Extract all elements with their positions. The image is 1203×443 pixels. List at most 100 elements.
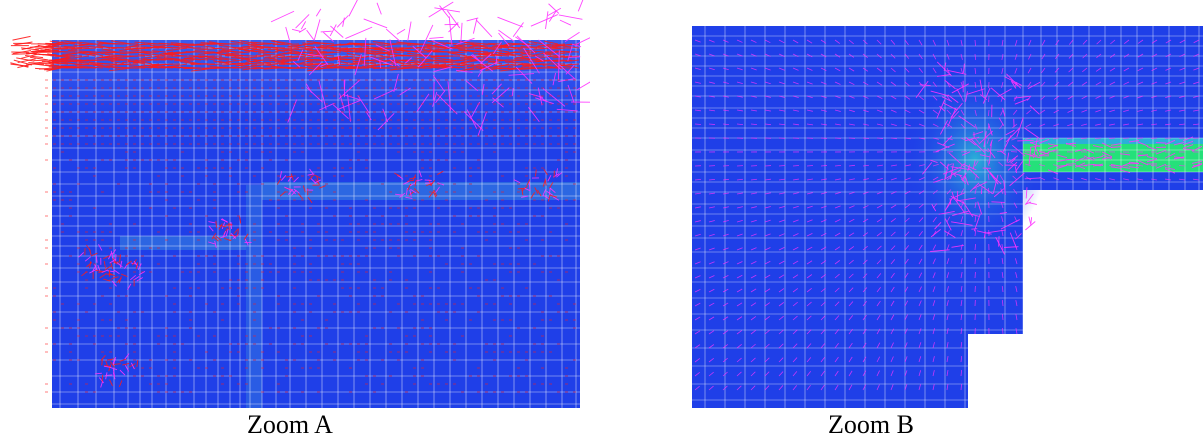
vector-arrow <box>1006 152 1010 163</box>
vector-arrow <box>290 188 296 195</box>
vector-arrow <box>778 233 785 237</box>
vector-arrow <box>389 58 400 67</box>
vector-arrow <box>930 229 941 238</box>
vector-arrow <box>764 260 771 265</box>
vector-arrow <box>309 51 335 54</box>
vector-arrow <box>1151 109 1158 112</box>
vector-arrow <box>946 216 951 223</box>
vector-arrow <box>314 174 321 179</box>
vector-arrow <box>965 91 968 102</box>
vector-arrow <box>1013 188 1018 195</box>
vector-arrow <box>694 385 700 391</box>
vector-arrow <box>302 185 306 193</box>
vector-arrow <box>964 175 969 186</box>
vector-arrow <box>792 288 799 293</box>
vector-arrow <box>379 63 398 66</box>
vector-arrow <box>932 81 937 88</box>
vector-arrow <box>918 272 923 279</box>
vector-arrow <box>736 219 743 223</box>
vector-arrow <box>694 81 701 84</box>
vector-arrow <box>722 344 729 349</box>
vector-arrow <box>213 60 230 65</box>
vector-arrow <box>314 45 329 65</box>
vector-arrow <box>558 64 580 69</box>
vector-arrow <box>890 314 895 321</box>
vector-arrow <box>694 206 701 209</box>
vector-arrow <box>577 0 584 12</box>
vector-arrow <box>918 109 925 114</box>
vector-arrow <box>834 329 840 335</box>
vector-arrow <box>1056 154 1068 159</box>
vector-arrow <box>1137 178 1144 181</box>
vector-arrow <box>960 202 964 209</box>
vector-arrow <box>862 164 870 167</box>
vector-arrow <box>1155 149 1167 155</box>
vector-arrow <box>876 384 880 391</box>
vector-arrow <box>792 109 799 112</box>
vector-arrow <box>974 202 977 209</box>
vector-arrow <box>323 31 334 43</box>
vector-arrow <box>363 18 388 29</box>
vector-arrow <box>45 41 64 47</box>
vector-arrow <box>21 47 40 51</box>
vector-arrow <box>918 164 925 167</box>
vector-arrow <box>778 53 785 57</box>
vector-arrow <box>778 274 785 279</box>
vector-arrow <box>904 204 911 209</box>
vector-arrow <box>1092 155 1104 160</box>
vector-arrow <box>472 18 478 34</box>
vector-arrow <box>890 272 895 279</box>
vector-arrow <box>308 174 315 181</box>
vector-arrow <box>974 137 980 143</box>
vector-arrow <box>1015 233 1022 240</box>
vector-arrow <box>736 330 743 335</box>
vector-arrow <box>834 81 841 85</box>
vector-arrow <box>1053 137 1060 140</box>
vector-arrow <box>834 315 840 321</box>
vector-arrow <box>101 374 104 382</box>
vector-arrow <box>291 28 301 32</box>
vector-arrow <box>1015 300 1018 307</box>
vector-arrow <box>820 81 827 85</box>
vector-arrow <box>778 109 785 112</box>
vector-arrow <box>1013 95 1018 102</box>
vector-arrow <box>834 301 840 307</box>
vector-arrow <box>1040 95 1046 101</box>
vector-arrow <box>792 67 799 71</box>
vector-arrow <box>174 59 195 62</box>
vector-arrow <box>848 246 855 251</box>
vector-arrow <box>1146 158 1158 163</box>
vector-arrow <box>792 301 798 307</box>
vector-arrow <box>983 231 986 239</box>
vector-arrow <box>983 148 990 153</box>
vector-arrow <box>1029 155 1041 159</box>
vector-arrow <box>97 264 101 272</box>
vector-arrow <box>862 123 869 126</box>
vector-arrow <box>1083 148 1095 154</box>
vector-arrow <box>549 187 556 194</box>
vector-arrow <box>960 230 963 237</box>
vector-arrow <box>1146 156 1158 159</box>
vector-arrow <box>431 39 453 50</box>
vector-arrow <box>548 3 560 14</box>
vector-arrow <box>1012 175 1018 181</box>
vector-arrow <box>993 188 1005 198</box>
vector-arrow <box>960 188 965 195</box>
vector-arrow <box>1009 172 1025 187</box>
vector-arrow <box>270 66 300 69</box>
vector-arrow <box>306 29 315 40</box>
vector-arrow <box>1000 109 1004 116</box>
vector-arrow <box>862 273 868 279</box>
vector-arrow <box>358 49 384 53</box>
vector-arrow <box>750 67 757 71</box>
vector-arrow <box>497 16 524 28</box>
vector-arrow <box>231 66 251 69</box>
vector-arrow <box>792 371 798 377</box>
vector-arrow <box>750 233 757 237</box>
vector-arrow <box>101 269 109 273</box>
vector-arrow <box>750 192 757 195</box>
vector-arrow <box>1123 123 1130 126</box>
vector-arrow <box>708 192 715 195</box>
vector-arrow <box>85 244 91 251</box>
vector-arrow <box>862 342 867 349</box>
